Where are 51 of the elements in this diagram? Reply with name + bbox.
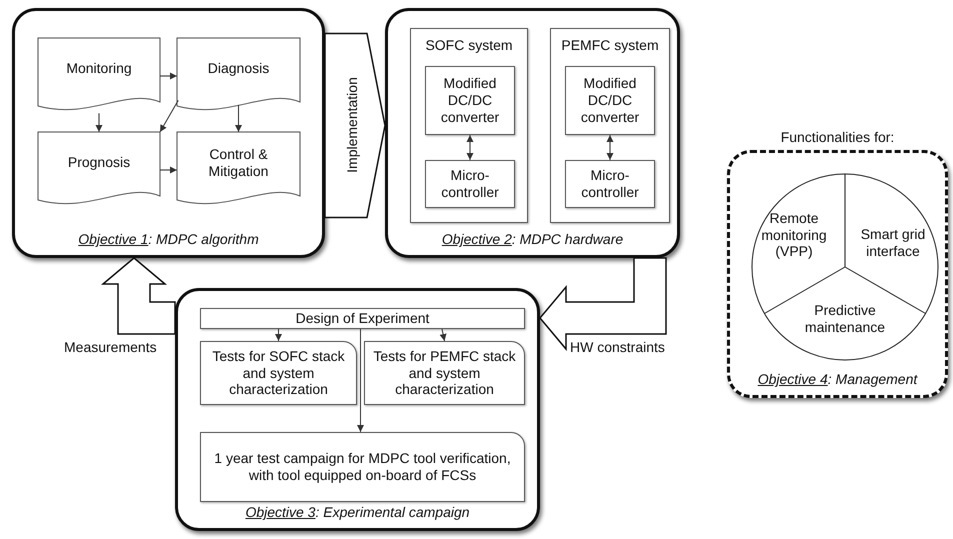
box-text: Prognosis — [66, 154, 132, 171]
box-text: Micro-controller — [580, 167, 640, 201]
sector-label: Predictive maintenance — [785, 296, 905, 342]
box-text: Tests for SOFC stack and system characterization — [211, 348, 346, 398]
arrow — [96, 112, 102, 132]
arrow — [606, 134, 614, 160]
process-box — [425, 160, 515, 208]
arrow — [235, 104, 242, 132]
process-box — [565, 66, 655, 135]
box-text: 1 year test campaign for MDPC tool verification, with tool equipped on-board of FCSs — [213, 450, 512, 484]
box-text: Diagnosis — [206, 60, 270, 77]
objective-panel — [12, 8, 325, 258]
panel-caption: Objective 1: MDPC algorithm — [77, 231, 260, 247]
objective-panel — [175, 288, 540, 531]
process-box — [200, 432, 525, 502]
objective-panel — [385, 8, 680, 258]
process-box — [425, 66, 515, 135]
panel-heading: PEMFC system — [560, 37, 660, 53]
panel-heading: SOFC system — [424, 37, 514, 53]
arrow — [440, 328, 446, 342]
process-box — [200, 341, 357, 405]
arrow — [466, 134, 474, 160]
edge-label: Measurements — [62, 339, 159, 355]
edge-label: Implementation — [344, 76, 360, 175]
sector-label: Remote monitoring (VPP) — [748, 200, 840, 270]
box-text: Modified DC/DC converter — [580, 75, 640, 126]
block-arrow — [100, 257, 176, 335]
block-arrow — [539, 257, 667, 352]
process-box — [364, 341, 525, 405]
process-box — [565, 160, 655, 208]
panel-caption: Objective 2: MDPC hardware — [440, 231, 624, 247]
arrow — [356, 328, 364, 432]
box-text: Tests for PEMFC stack and system characterization — [372, 348, 517, 398]
panel-caption: Objective 4: Management — [756, 371, 919, 387]
panel-note: Functionalities for: — [780, 129, 896, 145]
box-text: Monitoring — [65, 60, 133, 77]
arrow — [160, 72, 178, 80]
box-text: Control & Mitigation — [208, 146, 270, 180]
panel-caption: Objective 3: Experimental campaign — [244, 504, 471, 520]
arrow — [275, 328, 282, 342]
sector-label: Smart grid interface — [846, 216, 940, 270]
block-arrow — [324, 32, 386, 218]
box-text: Design of Experiment — [296, 310, 430, 327]
box-text: Modified DC/DC converter — [440, 75, 500, 126]
process-box — [200, 308, 525, 329]
system-panel — [550, 28, 670, 223]
system-panel — [410, 28, 528, 223]
box-text: Micro-controller — [440, 167, 500, 201]
arrow — [160, 166, 178, 174]
arrow — [160, 100, 179, 132]
edge-label: HW constraints — [568, 339, 667, 355]
